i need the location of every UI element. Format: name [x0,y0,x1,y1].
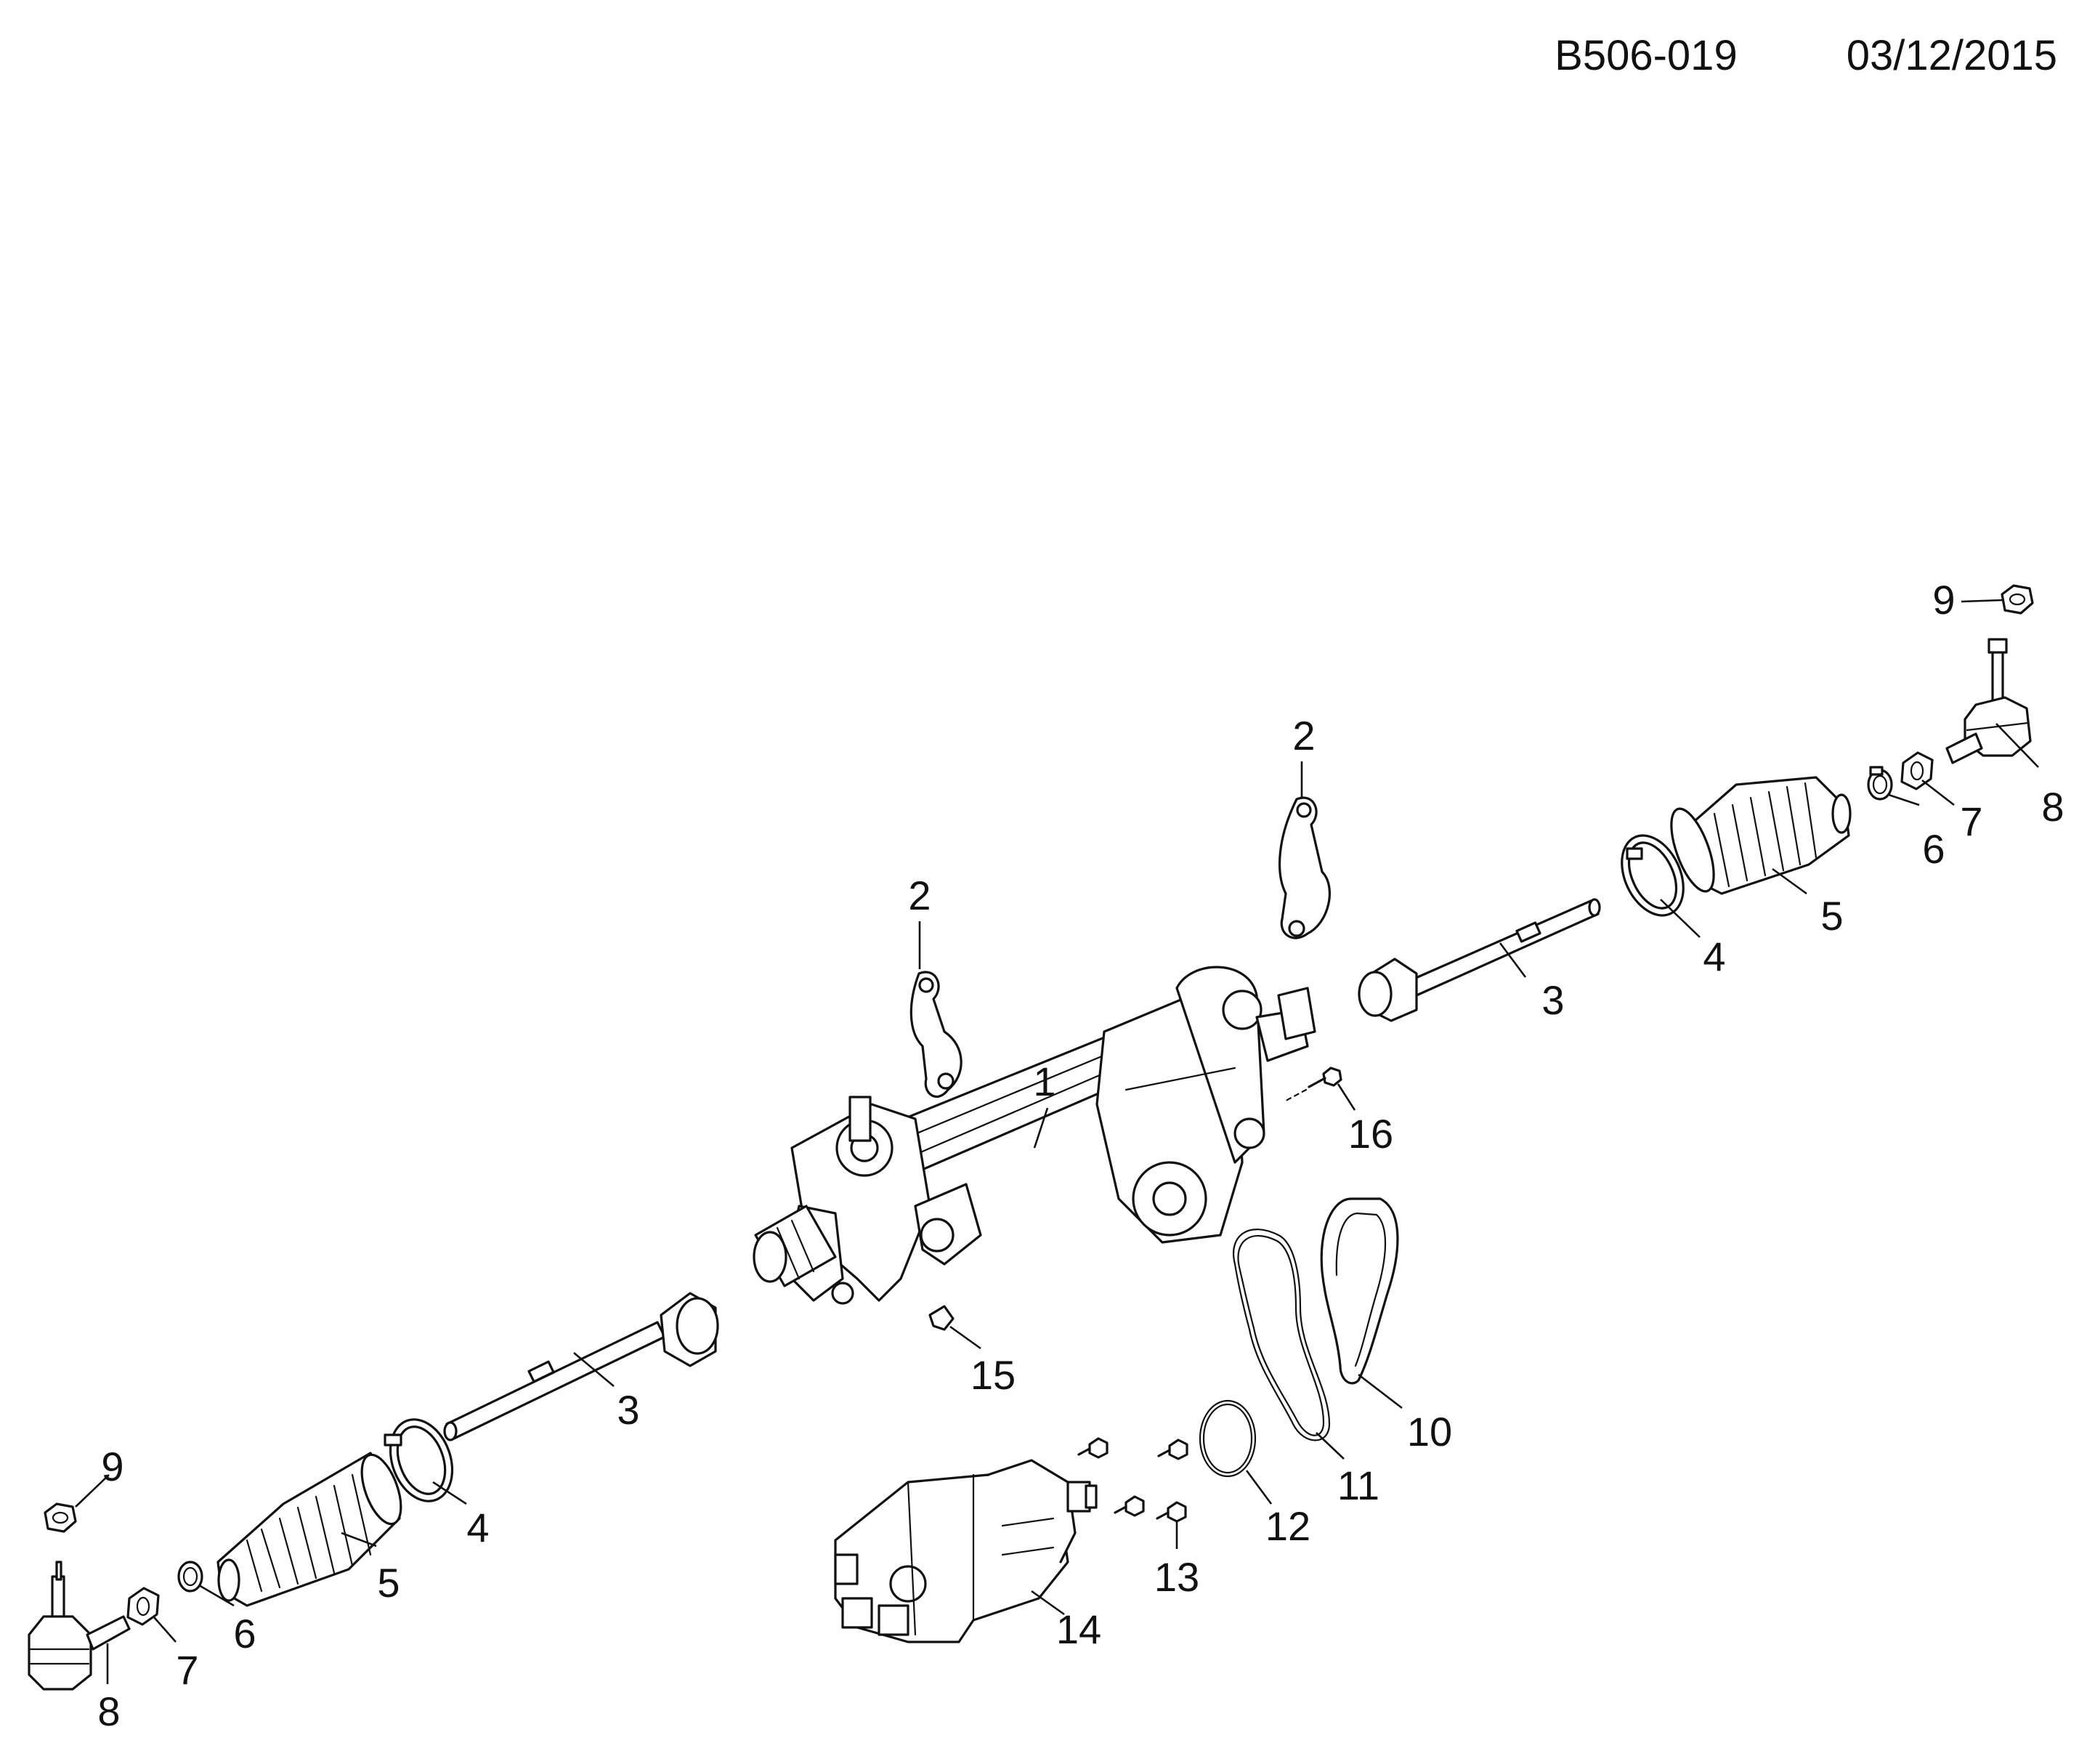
outer-tie-rod-end-right [1945,638,2032,764]
motor-bolt [1156,1501,1187,1523]
steering-gear-housing [783,966,1316,1305]
callout-10: 10 [1407,1409,1452,1455]
motor-bolt [1157,1439,1188,1460]
callout-13: 13 [1154,1554,1199,1600]
small-clamp-left [177,1561,203,1593]
callout-3-right: 3 [1541,977,1564,1023]
callout-16: 16 [1348,1111,1393,1157]
callout-14: 14 [1056,1606,1101,1652]
mounting-bracket-left [909,971,963,1099]
motor-bolt [1114,1495,1145,1517]
callout-6-left: 6 [233,1611,256,1656]
electric-motor [834,1459,1098,1643]
motor-bolt [1077,1437,1109,1459]
drawing-date: 03/12/2015 [1846,32,2057,79]
outer-tie-rod-end-left [28,1561,131,1691]
small-clamp-right [1867,766,1893,801]
callout-15: 15 [970,1352,1016,1398]
callout-1: 1 [1033,1059,1055,1104]
callout-2-left: 2 [908,873,931,918]
jam-nut-left [126,1587,160,1626]
retaining-clip [928,1305,955,1331]
callout-4-right: 4 [1703,934,1725,979]
callout-7-left: 7 [176,1647,198,1693]
jam-nut-right [1900,751,1934,790]
diagram-header: B506-019 03/12/2015 [1555,31,2057,81]
drive-belt [1320,1197,1399,1385]
rack-boot-right [1670,776,1852,895]
callout-3-left: 3 [617,1387,639,1433]
callout-6-right: 6 [1922,826,1945,872]
callout-5-left: 5 [377,1560,400,1606]
o-ring [1199,1399,1257,1478]
callout-5-right: 5 [1820,893,1843,939]
callout-8-left: 8 [97,1688,120,1734]
callout-labels: 1 2 2 3 3 4 4 5 5 6 6 7 7 8 8 9 9 10 11 … [97,577,2064,1734]
callout-2-right: 2 [1292,713,1315,758]
callout-11: 11 [1337,1462,1379,1508]
callout-8-right: 8 [2041,784,2064,830]
leader-lines [75,599,2039,1684]
callout-7-right: 7 [1960,798,1982,844]
boot-clamp-left [384,1418,454,1502]
inner-tie-rod-left [443,1292,719,1441]
callout-12: 12 [1265,1503,1310,1549]
callout-9-right: 9 [1932,577,1955,623]
castle-nut-right [2001,584,2034,615]
callout-4-left: 4 [466,1505,489,1550]
housing-gasket [1233,1229,1331,1441]
motor-bolts [1077,1437,1188,1523]
boot-clamp-right [1621,834,1685,917]
housing-bolt [1284,1067,1342,1102]
mounting-bracket-right [1279,796,1331,939]
pinion-boot [753,1205,837,1287]
rack-boot-left [216,1452,402,1607]
drawing-code: B506-019 [1555,32,1738,79]
castle-nut-left [44,1502,77,1533]
callout-9-left: 9 [101,1444,123,1489]
